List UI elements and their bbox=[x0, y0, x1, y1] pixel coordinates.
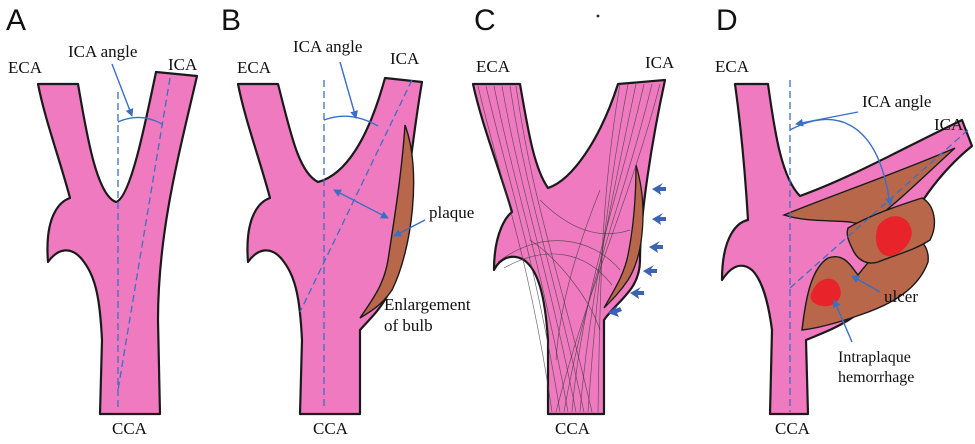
plaque-c bbox=[603, 164, 644, 309]
label-ica-angle-b: ICA angle bbox=[293, 37, 362, 56]
bulb-width-line-b bbox=[333, 189, 389, 219]
arrow-icon bbox=[630, 287, 644, 299]
label-eca-a: ECA bbox=[8, 58, 43, 77]
label-ica-a: ICA bbox=[168, 55, 198, 74]
label-cca-c: CCA bbox=[555, 419, 591, 438]
angle-arc-a bbox=[117, 116, 163, 125]
ulcer-pointer-d bbox=[851, 275, 881, 293]
label-plaque-b: plaque bbox=[429, 203, 474, 222]
axis-ica-b bbox=[299, 79, 413, 313]
hemorrhage-d-upper bbox=[875, 216, 912, 257]
angle-pointer-a bbox=[111, 63, 134, 117]
label-ica-b: ICA bbox=[390, 49, 420, 68]
label-intraplaque-d: Intraplaque bbox=[838, 349, 911, 366]
plaque-b bbox=[359, 124, 415, 319]
panel-c: C bbox=[471, 4, 675, 438]
label-eca-d: ECA bbox=[715, 57, 750, 76]
hemorrhage-pointer-d bbox=[833, 299, 853, 343]
plaque-d-upper bbox=[781, 147, 956, 224]
arrow-icon bbox=[652, 183, 666, 195]
label-of-bulb-b: of bulb bbox=[384, 316, 433, 335]
label-enlargement-b: Enlargement bbox=[384, 295, 471, 314]
panel-letter-b: B bbox=[221, 4, 241, 37]
label-hemorrhage-d: hemorrhage bbox=[838, 369, 914, 386]
label-cca-b: CCA bbox=[313, 419, 349, 438]
angle-arc-d bbox=[789, 118, 894, 206]
panel-a: A ECA ICA angle ICA CCA bbox=[6, 4, 199, 438]
plaque-pointer-b bbox=[393, 219, 426, 237]
label-ica-angle-a: ICA angle bbox=[68, 42, 137, 61]
label-eca-c: ECA bbox=[476, 57, 511, 76]
stray-dot bbox=[596, 14, 600, 18]
label-ica-d: ICA bbox=[934, 115, 964, 134]
label-cca-d: CCA bbox=[775, 419, 811, 438]
arrow-icon bbox=[652, 213, 666, 225]
axis-ica-a bbox=[117, 77, 171, 391]
label-ulcer-d: ulcer bbox=[884, 287, 918, 306]
panel-b: B ECA ICA angle ICA plaque Enlargement o… bbox=[221, 4, 474, 438]
angle-pointer-d bbox=[795, 111, 859, 127]
panel-letter-a: A bbox=[6, 4, 26, 37]
panel-letter-d: D bbox=[716, 4, 738, 37]
axis-ica-d bbox=[789, 129, 969, 289]
arrow-icon bbox=[608, 305, 622, 317]
label-ica-angle-d: ICA angle bbox=[862, 92, 931, 111]
arrow-icon bbox=[643, 265, 657, 277]
panel-letter-c: C bbox=[474, 4, 496, 37]
label-cca-a: CCA bbox=[112, 419, 148, 438]
vessel-b bbox=[236, 76, 424, 416]
panel-d: D ECA ICA angle ICA ulcer Intraplaque he… bbox=[715, 4, 974, 438]
arrow-icon bbox=[649, 241, 663, 253]
vessel-c bbox=[471, 78, 667, 416]
label-eca-b: ECA bbox=[237, 58, 272, 77]
angle-pointer-b bbox=[339, 61, 358, 119]
flow-streamlines-c bbox=[477, 83, 661, 413]
label-ica-c: ICA bbox=[645, 53, 675, 72]
arrow-icons-c bbox=[608, 183, 666, 317]
